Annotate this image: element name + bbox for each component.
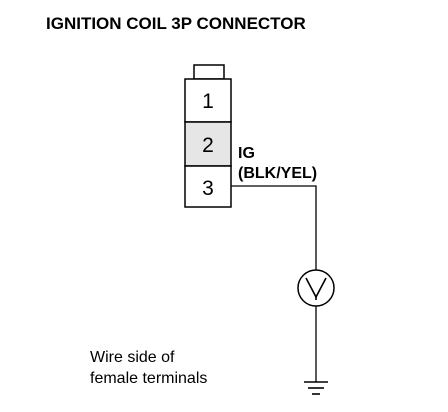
pin-1-number: 1: [202, 90, 214, 113]
wire-color-label: (BLK/YEL): [238, 165, 317, 182]
pin-1-cell: [184, 78, 232, 123]
voltmeter-icon: [297, 269, 335, 307]
connector-body: 1 2 3: [184, 78, 232, 208]
pin-2-number: 2: [202, 134, 214, 157]
signal-name-label: IG: [238, 145, 255, 162]
pin-3-number: 3: [202, 177, 214, 200]
pin-3-cell: [184, 165, 232, 208]
view-note-line-2: female terminals: [90, 370, 207, 387]
view-note-line-1: Wire side of: [90, 349, 175, 366]
connector-latch-tab: [193, 64, 225, 80]
probe-wire: [231, 185, 317, 270]
ground-icon: [304, 381, 328, 395]
diagram-title: IGNITION COIL 3P CONNECTOR: [46, 14, 306, 33]
